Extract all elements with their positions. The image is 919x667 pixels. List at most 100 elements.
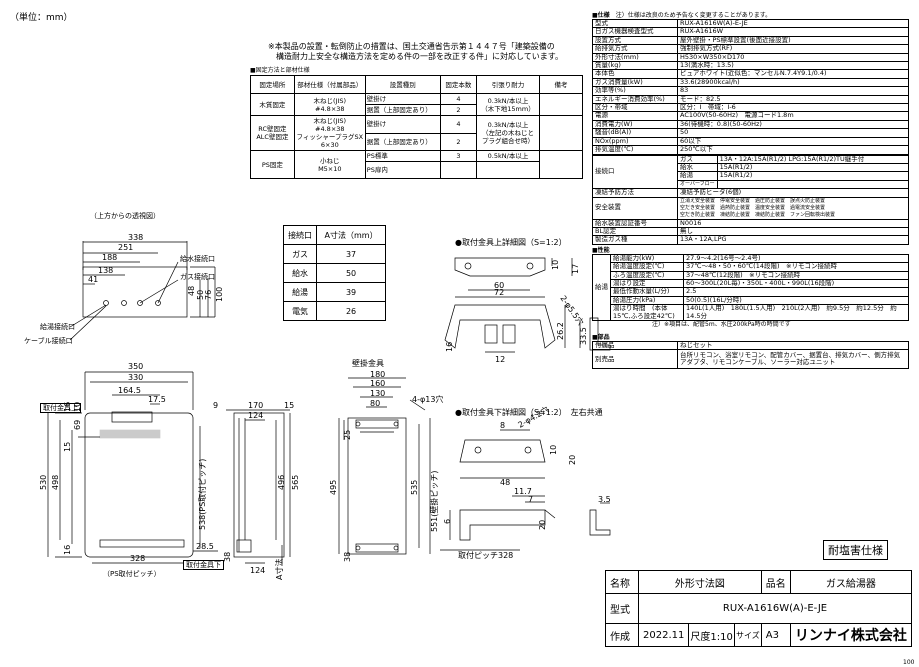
conn-cell: 37 — [316, 244, 386, 264]
upper-dim-1: 72 — [494, 288, 504, 297]
top-dim-2: 188 — [102, 253, 117, 262]
lower-pitch: 取付ピッチ328 — [458, 550, 513, 560]
lower-dim-0: 8 — [500, 421, 505, 430]
tb-size-label: サイズ — [733, 623, 762, 647]
perf-row: 給湯温度設定(℃)37℃～48・50・60℃(14段階) ※リモコン接続時 — [593, 262, 909, 272]
lower-dim-3: 20 — [568, 455, 577, 465]
perf-key: 給湯温度設定(℃) — [610, 262, 684, 272]
spec-value: 13(満水時：13.5) — [677, 61, 909, 71]
spec-cert-val: N0016 — [677, 218, 909, 228]
perf-value: 140L(1人用) 180L(1.5人用) 210L(2人用) 約9.5分 約1… — [683, 304, 909, 321]
tb-date: 2022.11 — [637, 623, 690, 647]
top-dim-4: 41 — [88, 275, 98, 284]
side-dim-0: 9 — [213, 401, 218, 410]
perf-row: 最低作動水量(L/分)2.5 — [593, 287, 909, 297]
spec-conn-val: 15A(R1/2) — [716, 162, 910, 173]
spec-conn-key: 給水 — [677, 162, 718, 173]
perf-row: 湯はり時間 (本体15℃,ふろ設定42℃)140L(1人用) 180L(1.5人… — [593, 304, 909, 321]
spec-value: 屋外壁掛・PS標準設置(後面近接設置) — [677, 35, 909, 46]
spec-row: 設置方式屋外壁掛・PS標準設置(後面近接設置) — [592, 35, 909, 46]
conn-cell: 給湯 — [282, 282, 318, 302]
upper-dim-6: 33.5 — [579, 327, 588, 345]
lower-dim-4: 48 — [500, 478, 510, 487]
label-gas-inlet: ガス接続口 — [180, 273, 215, 281]
spec-value: モード：82.5 — [677, 94, 909, 105]
spec-value: 50 — [677, 128, 909, 138]
spec-value: 60以下 — [677, 136, 909, 147]
perf-key: 湯はり時間 (本体15℃,ふろ設定42℃) — [610, 304, 684, 321]
perf-key: ふろ温度設定(℃) — [610, 270, 684, 280]
spec-row: ガス消費量(kW)33.6(28900kcal/h) — [592, 77, 909, 88]
row-spec: 小ねじ M5×10 — [293, 150, 366, 179]
upper-dim-4: 2-φ5.5穴 — [558, 293, 586, 327]
upper-dim-0: 60 — [494, 281, 504, 290]
front-dim-8: 530 — [39, 475, 48, 490]
lower-dim-6: 7 — [528, 495, 533, 504]
front-view-body — [84, 412, 194, 558]
front-dim-3: 17.5 — [148, 395, 166, 404]
label-top-bracket: 取付金具上 — [40, 403, 81, 413]
wall-dim-2: 130 — [370, 389, 385, 398]
top-dim-6: 50 — [196, 290, 205, 300]
side-dim-1: 170 — [248, 401, 263, 410]
perf-header: ■性能 — [592, 246, 610, 254]
spec-row: 騒音(dB(A))50 — [592, 128, 909, 138]
spec-row: 排気温度(℃)250℃以下 — [592, 145, 909, 155]
spec-key: 騒音(dB(A)) — [592, 128, 678, 138]
tb-item-label: 品名 — [760, 570, 791, 594]
row-count — [439, 161, 478, 179]
spec-row: 給排気方式強制排気方式(RF) — [592, 44, 909, 54]
top-dim-1: 251 — [118, 243, 133, 252]
spec-value: 83 — [677, 86, 909, 96]
wall-title: 壁掛金具 — [352, 358, 384, 368]
spec-value: 区分：Ⅰ 帯域：Ⅰ-6 — [677, 103, 909, 113]
spec-bl-val: 無し — [677, 226, 909, 237]
perf-value: 37～48℃(12段階) ※リモコン接続時 — [683, 270, 909, 280]
spec-key: ガス消費量(kW) — [592, 77, 678, 88]
spec-key: 区分・帯域 — [592, 103, 678, 113]
row-count: 2 — [439, 104, 478, 116]
upper-dim-3: 17 — [571, 264, 580, 274]
spec-conn-key: オーバーフロー — [677, 179, 718, 190]
spec-row: 質量(kg)13(満水時：13.5) — [592, 61, 909, 71]
front-dim-2: 164.5 — [118, 386, 141, 395]
spec-key: 排気温度(℃) — [592, 145, 678, 155]
front-dim-4: 10 — [73, 402, 82, 412]
perf-value: 27.9～4.2(16号～2.4号) — [683, 253, 909, 264]
perf-group: 給湯 — [592, 253, 611, 322]
spec-key: 質量(kg) — [592, 61, 678, 71]
spec-key: 電源 — [592, 111, 678, 121]
parts-key: 付属品 — [592, 340, 678, 351]
spec-conn-key: 給湯 — [677, 171, 718, 181]
upper-bracket-title: ●取付金具上詳細図（S=1:2） — [455, 237, 567, 247]
lower-dim-9: 3.5 — [598, 495, 611, 504]
conn-cell: 26 — [316, 301, 386, 321]
perf-note: 注）※項目は、配管5m、水圧200kPa時の時間です — [652, 321, 791, 328]
spec-key: 設置方式 — [592, 35, 678, 46]
side-dim-2: 15 — [284, 401, 294, 410]
side-dim-5: 496 — [277, 475, 286, 490]
tb-scale: 尺度1:10 — [688, 623, 735, 647]
row-note — [539, 150, 583, 179]
conn-cell: ガス — [282, 244, 318, 264]
conn-cell: 電気 — [282, 301, 318, 321]
unit-note: （単位：mm） — [10, 13, 73, 23]
wall-dim-0: 180 — [370, 370, 385, 379]
spec-value: 36(待機時：0.8)(50-60Hz) — [677, 119, 909, 130]
spec-header-note: 注）仕様は改良のため予告なく変更することがあります。 — [615, 12, 772, 19]
spec-value: ピュアホワイト(近似色：マンセルN.7.4Y9.1/0.4) — [677, 69, 909, 79]
side-dim-3: 124 — [248, 411, 263, 420]
front-dim-7: 498 — [51, 475, 60, 490]
row-tension — [476, 161, 540, 179]
spec-conn-label: 接続口 — [592, 154, 678, 190]
parts-table: 付属品ねじセット 別売品台所リモコン、浴室リモコン、配管カバー、据置台、排気カバ… — [592, 340, 909, 370]
spec-value: 強制排気方式(RF) — [677, 44, 909, 54]
wall-dim-3: 80 — [370, 399, 380, 408]
upper-dim-5: 16 — [445, 342, 454, 352]
row-spec: 木ねじ(JIS) #4.8×38 フィッシャープラグSX 6×30 — [293, 115, 366, 151]
tb-made-label: 作成 — [605, 623, 639, 647]
front-dim-6: 16 — [63, 402, 72, 412]
